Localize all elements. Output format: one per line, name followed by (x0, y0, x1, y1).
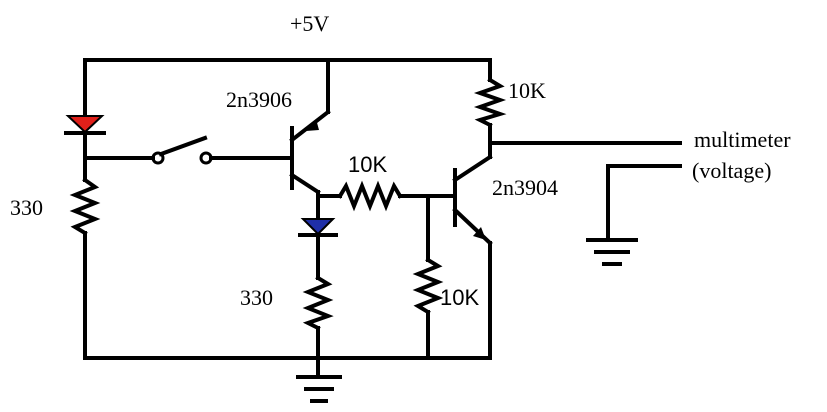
meter-leads (488, 141, 682, 240)
blue-led-body (300, 218, 336, 236)
meter-label: multimeter (694, 127, 791, 152)
supply-rail (83, 58, 492, 117)
collector-resistor-label: 10K (508, 78, 546, 103)
supply-label: +5V (290, 11, 329, 36)
red-led-resistor-label: 330 (10, 195, 43, 220)
meter-sublabel: (voltage) (692, 158, 771, 183)
npn-part-label: 2n3904 (492, 175, 558, 200)
pulldown-resistor-label: 10K (440, 285, 479, 310)
blue-led (298, 218, 338, 280)
pnp-part-label: 2n3906 (226, 87, 292, 112)
red-led-body (65, 115, 105, 134)
switch (83, 135, 292, 165)
resistor-base-pulldown (412, 194, 444, 360)
resistor-series (316, 180, 457, 212)
resistor-red-led (69, 158, 101, 360)
pnp-transistor (289, 109, 331, 220)
resistor-blue-led (302, 275, 334, 377)
series-resistor-label: 10K (348, 152, 387, 177)
ground-main (296, 375, 342, 403)
blue-led-resistor-label: 330 (240, 285, 273, 310)
ground-meter (586, 238, 638, 266)
npn-transistor (452, 154, 493, 360)
red-led (64, 115, 106, 162)
